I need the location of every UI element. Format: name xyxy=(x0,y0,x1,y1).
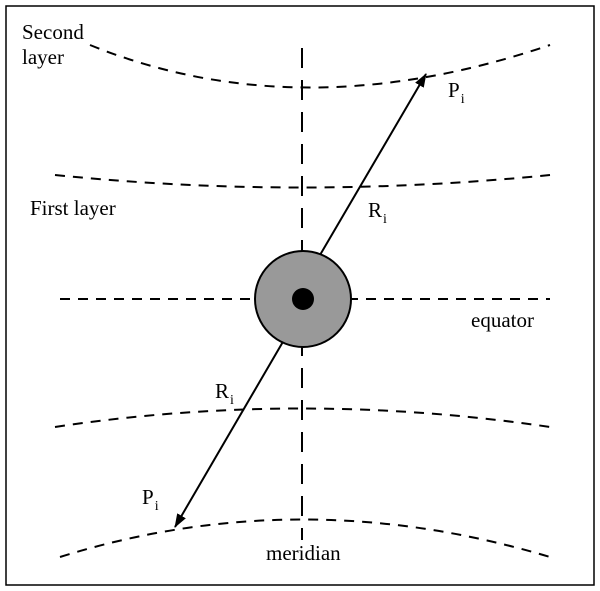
label-r-upper: Ri xyxy=(368,198,387,227)
label-r-lower-sub: i xyxy=(230,393,234,408)
arrow-upper xyxy=(319,73,427,256)
label-p-upper-main: P xyxy=(448,78,460,102)
core-dot xyxy=(292,288,314,310)
second-layer-line-upper xyxy=(89,44,551,89)
label-equator: equator xyxy=(471,308,534,332)
label-r-upper-main: R xyxy=(368,198,383,222)
label-r-lower-main: R xyxy=(215,379,230,403)
arrow-lower xyxy=(174,339,285,528)
label-p-lower-main: P xyxy=(142,485,154,509)
label-p-lower-sub: i xyxy=(154,499,159,514)
label-p-upper-sub: i xyxy=(460,92,465,107)
label-p-upper: Pi xyxy=(448,78,465,107)
label-r-upper-sub: i xyxy=(383,212,387,227)
label-r-lower: Ri xyxy=(215,379,234,408)
label-meridian: meridian xyxy=(266,541,341,565)
label-second: Second xyxy=(22,20,84,44)
frame-border xyxy=(5,5,595,586)
label-layer: layer xyxy=(22,45,64,69)
label-first-layer: First layer xyxy=(30,196,116,220)
label-p-lower: Pi xyxy=(142,485,159,514)
